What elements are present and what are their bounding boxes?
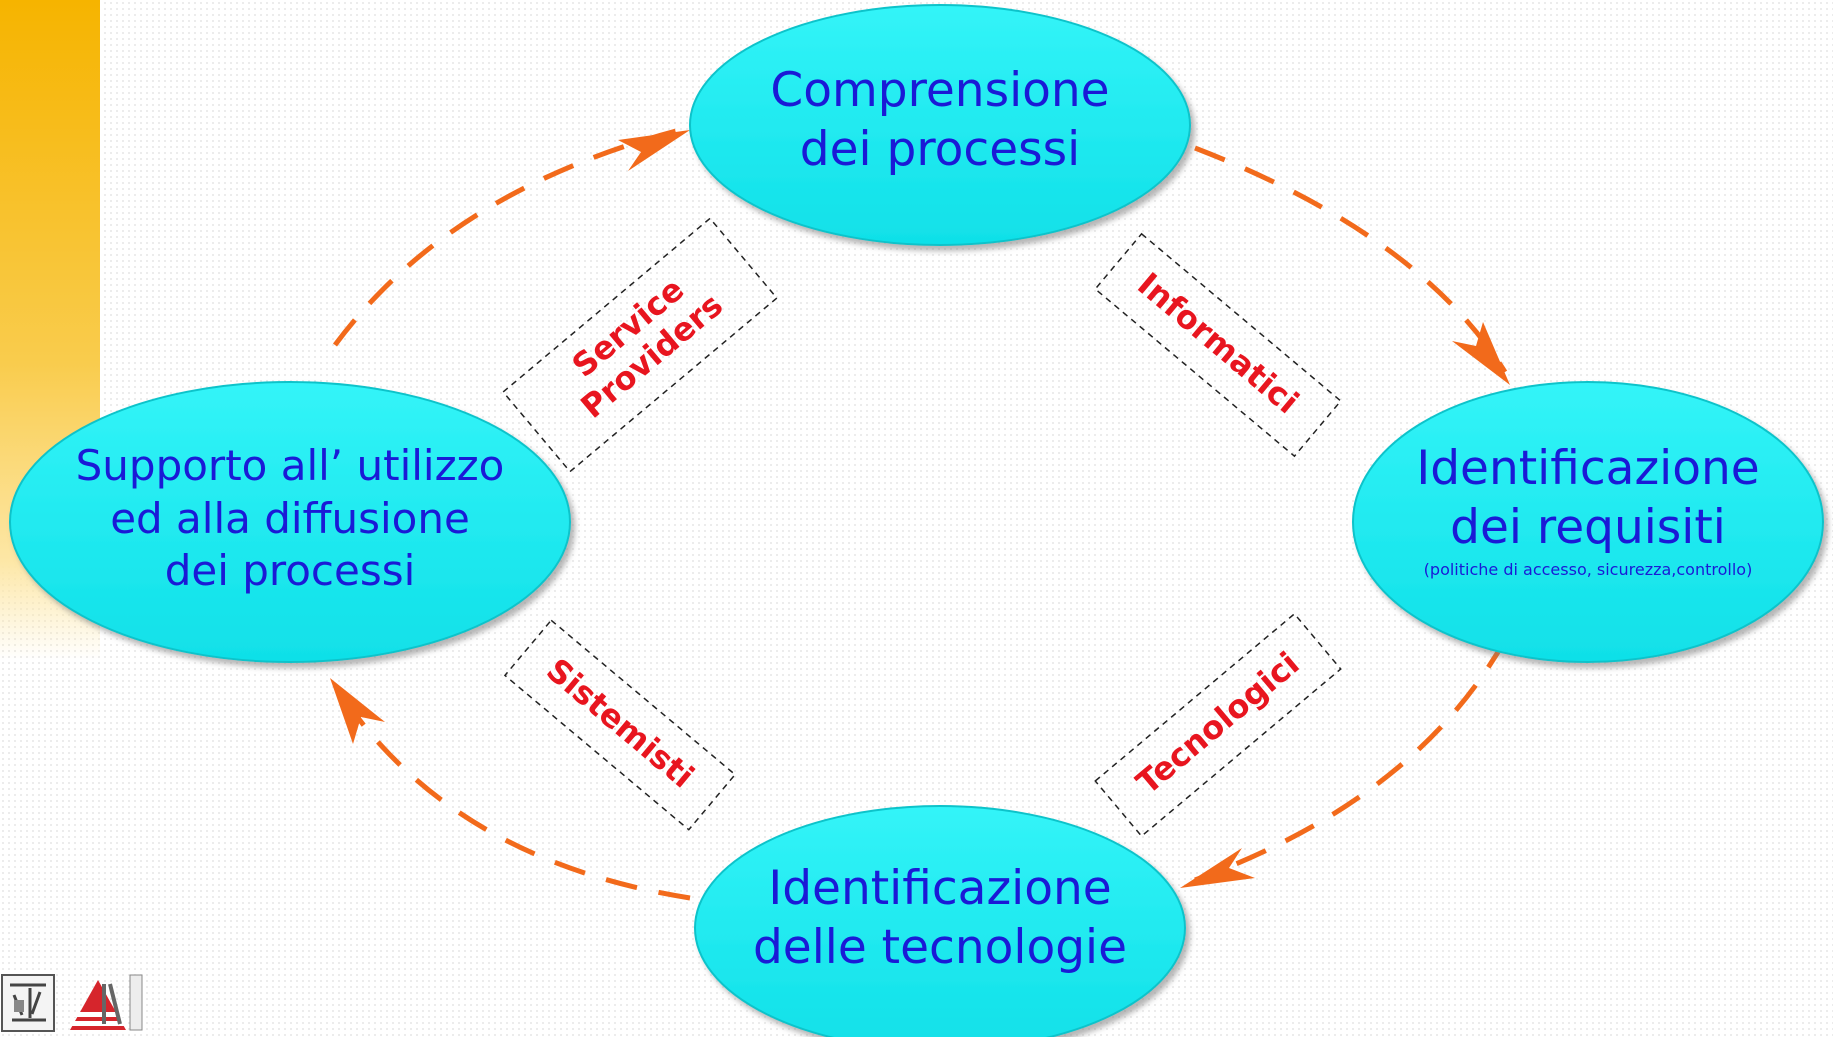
node-supporto-line-3: dei processi xyxy=(164,546,416,595)
node-identificazione-requisiti-label: Identificazione dei requisiti (politiche… xyxy=(1353,440,1823,580)
arrowhead-to-tecnologie xyxy=(1180,848,1255,888)
node-identificazione-tecnologie-label: Identificazione delle tecnologie xyxy=(695,860,1185,978)
arrow-supporto-to-comprensione xyxy=(332,127,681,347)
arrow-tecnologie-to-supporto xyxy=(335,688,691,901)
arrowhead-to-comprensione xyxy=(618,130,690,171)
role-box-informatici xyxy=(1094,232,1342,458)
node-comprensione xyxy=(689,4,1191,246)
arrowhead-to-requisiti xyxy=(1452,322,1510,385)
node-supporto-line-2: ed alla diffusione xyxy=(110,493,470,543)
node-comprensione-line-1: Comprensione xyxy=(770,63,1110,118)
arrowhead-to-supporto xyxy=(330,678,385,744)
institution-logo-icon xyxy=(1,974,55,1032)
arrow-requisiti-to-tecnologie xyxy=(1194,638,1508,883)
role-box-sistemisti xyxy=(503,619,737,831)
role-box-service-providers xyxy=(502,217,778,473)
node-tecnologie-line-1: Identificazione xyxy=(768,861,1112,916)
node-tecnologie-line-2: delle tecnologie xyxy=(752,919,1128,975)
node-comprensione-line-2: dei processi xyxy=(799,121,1081,177)
node-requisiti-line-2: dei requisiti xyxy=(1450,499,1726,555)
node-supporto-label: Supporto all’ utilizzo ed alla diffusion… xyxy=(10,440,570,598)
node-identificazione-tecnologie xyxy=(694,805,1186,1037)
node-supporto xyxy=(9,381,571,663)
node-requisiti-line-1: Identificazione xyxy=(1416,441,1760,496)
node-identificazione-requisiti xyxy=(1352,381,1824,663)
node-supporto-line-1: Supporto all’ utilizzo xyxy=(75,441,505,490)
node-requisiti-note: (politiche di accesso, sicurezza,control… xyxy=(1423,559,1753,579)
node-comprensione-label: Comprensione dei processi xyxy=(690,62,1190,180)
company-logo-icon xyxy=(70,974,143,1031)
